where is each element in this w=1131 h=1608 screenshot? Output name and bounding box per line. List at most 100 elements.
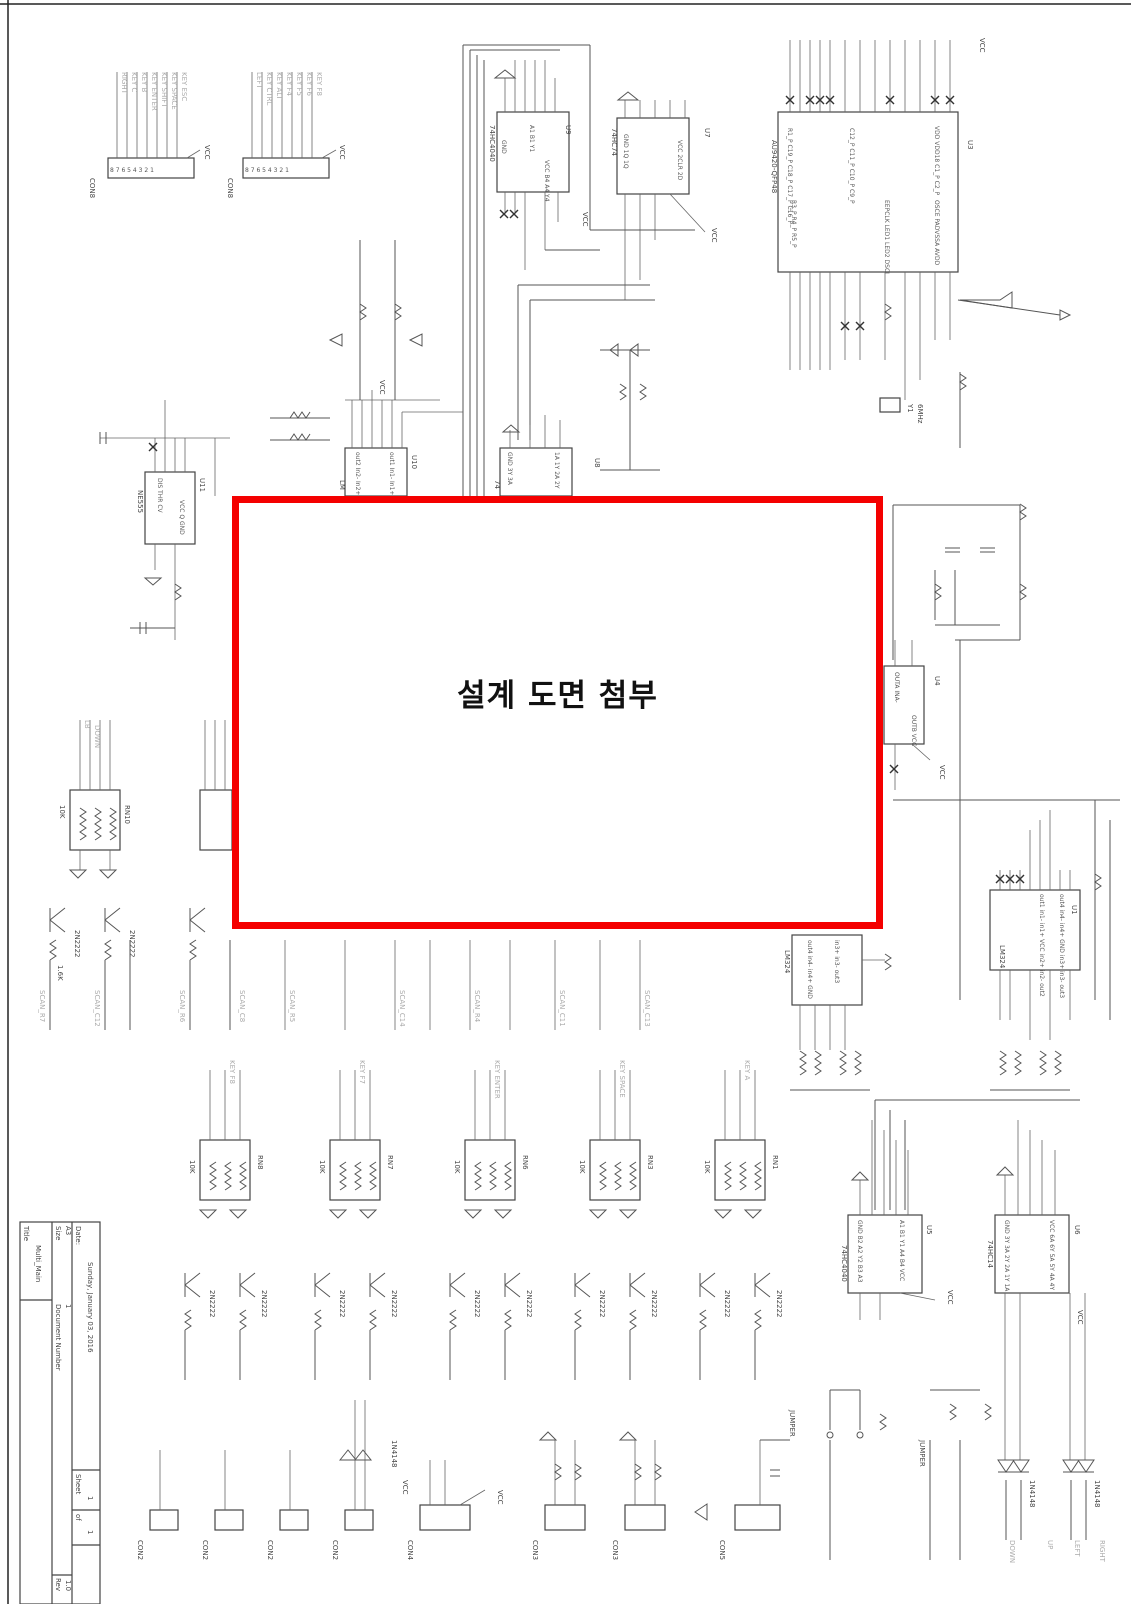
- svg-text:SCAN_C11: SCAN_C11: [558, 990, 566, 1027]
- right-resistor-ladders: [790, 1050, 1080, 1210]
- svg-text:out4 in4- in4+ GND: out4 in4- in4+ GND: [806, 940, 813, 999]
- rev-value: 1.0: [64, 1580, 72, 1591]
- svg-text:74HC4040: 74HC4040: [488, 125, 496, 162]
- sheet-label: Sheet: [74, 1474, 82, 1494]
- svg-text:1.6K: 1.6K: [56, 965, 64, 981]
- u6-chip: U6 74HC14 GND 3Y 3A 2Y 2A 1Y 1A VCC 6A 6…: [986, 1120, 1086, 1460]
- svg-text:VCC: VCC: [710, 228, 718, 243]
- svg-text:74: 74: [493, 480, 501, 489]
- svg-text:out1 in1- in1+ VCC in2+ in2- o: out1 in1- in1+ VCC in2+ in2- out2: [1038, 894, 1045, 997]
- net-label: KEY B: [140, 72, 148, 93]
- svg-text:KEY SPACE: KEY SPACE: [618, 1060, 626, 1098]
- svg-text:1A 1Y 2A 2Y: 1A 1Y 2A 2Y: [553, 452, 560, 489]
- net-label: KEY F6: [305, 72, 313, 97]
- rn8-group: RN8 10K KEY F8 2N2222 2N2222: [184, 1060, 268, 1380]
- svg-text:VCC: VCC: [946, 1290, 954, 1305]
- svg-text:JUMPER: JUMPER: [788, 1409, 796, 1437]
- svg-text:1N4148: 1N4148: [1093, 1480, 1101, 1508]
- svg-text:EEPCLK LED1 LED2 DSCI: EEPCLK LED1 LED2 DSCI: [883, 200, 890, 274]
- svg-text:VCC: VCC: [378, 380, 386, 395]
- date-label: Date:: [74, 1226, 82, 1245]
- con8-right-connector: 8 7 6 5 4 3 2 1 CON8 LEFT KEY CTRL KEY A…: [226, 72, 346, 198]
- net-label: KEY ENTER: [150, 72, 158, 111]
- net-label: KEY SHIFT: [160, 72, 168, 108]
- rev-label: Rev: [54, 1578, 62, 1591]
- svg-text:VCC Q GND: VCC Q GND: [178, 500, 185, 535]
- net-label: KEY C: [130, 72, 138, 93]
- svg-text:SCAN_R7: SCAN_R7: [38, 990, 46, 1022]
- svg-text:10K: 10K: [578, 1160, 586, 1174]
- svg-text:VCC: VCC: [1076, 1310, 1084, 1325]
- svg-text:Y1: Y1: [906, 403, 914, 413]
- svg-text:2N2222: 2N2222: [208, 1290, 216, 1318]
- of-label: of: [74, 1514, 82, 1521]
- rn10-group: RN10 10K DOWN LB: [58, 720, 131, 879]
- svg-text:CON4: CON4: [406, 1540, 414, 1561]
- title-label: Title: [22, 1225, 30, 1241]
- svg-text:U8: U8: [593, 458, 601, 468]
- svg-text:GND: GND: [500, 140, 507, 154]
- svg-text:JUMPER: JUMPER: [918, 1439, 926, 1467]
- svg-text:A1 B1 Y1: A1 B1 Y1: [528, 125, 535, 152]
- con8-right-label: CON8: [226, 178, 234, 198]
- svg-text:2N2222: 2N2222: [525, 1290, 533, 1318]
- net-label: KEY ESC: [180, 72, 188, 101]
- svg-text:U11: U11: [198, 478, 206, 492]
- crystal-y1: Y1 6MHz: [879, 303, 967, 448]
- svg-text:U10: U10: [410, 455, 418, 469]
- docnum-value: 1: [64, 1304, 72, 1308]
- svg-text:VCC B4 A4 Y4: VCC B4 A4 Y4: [543, 160, 550, 202]
- svg-text:VCC: VCC: [978, 38, 986, 53]
- svg-text:LEFT: LEFT: [1073, 1540, 1081, 1557]
- svg-text:U3: U3: [966, 140, 974, 150]
- svg-text:RN3: RN3: [646, 1155, 654, 1170]
- u9-chip: U9 74HC4040 GND A1 B1 Y1 VCC B4 A4 Y4 VC…: [488, 60, 589, 270]
- svg-text:LM324: LM324: [783, 950, 791, 974]
- svg-text:2N2222: 2N2222: [650, 1290, 658, 1318]
- svg-text:CON2: CON2: [331, 1540, 339, 1560]
- con8-left-label: CON8: [88, 178, 96, 198]
- svg-text:8 7 6 5 4 3 2 1: 8 7 6 5 4 3 2 1: [245, 167, 289, 174]
- svg-text:VCC: VCC: [938, 765, 946, 780]
- scan-bus-wires: [284, 940, 641, 1030]
- rn1-group: RN1 10K KEY A 2N2222 2N2222: [699, 1060, 783, 1380]
- overlay-caption: 설계 도면 첨부: [457, 678, 658, 714]
- net-label: KEY CTRL: [265, 72, 273, 106]
- svg-text:10K: 10K: [188, 1160, 196, 1174]
- svg-text:CON3: CON3: [531, 1540, 539, 1560]
- svg-text:8 7 6 5 4 3 2 1: 8 7 6 5 4 3 2 1: [110, 167, 154, 174]
- svg-text:RIGHT: RIGHT: [1098, 1540, 1106, 1563]
- net-label: KEY F8: [315, 72, 323, 96]
- svg-text:CON3: CON3: [611, 1540, 619, 1560]
- bottom-connectors: CON2 CON2 CON2 CON2 CON4 CON3 CON3 CON5 …: [136, 1400, 790, 1561]
- vcc-label: VCC: [338, 145, 346, 160]
- svg-text:VCC: VCC: [496, 1490, 504, 1505]
- svg-text:RN1: RN1: [771, 1155, 779, 1170]
- svg-text:GND 3Y 3A: GND 3Y 3A: [506, 452, 513, 486]
- net-label: KEY F5: [295, 72, 303, 96]
- svg-text:2N2222: 2N2222: [73, 930, 81, 958]
- u11-chip: U11 NE555 DIS THR CV VCC Q GND: [99, 400, 230, 640]
- svg-text:SCAN_C8: SCAN_C8: [238, 990, 246, 1022]
- jumpers: JUMPER JUMPER: [788, 1389, 992, 1560]
- svg-text:KEY F7: KEY F7: [358, 1060, 366, 1084]
- rn7-group: RN7 10K KEY F7 2N2222 2N2222: [314, 1060, 398, 1380]
- svg-text:LM324: LM324: [998, 945, 1006, 969]
- svg-text:GND 1Q 1Q: GND 1Q 1Q: [622, 134, 629, 169]
- svg-text:SCAN_C13: SCAN_C13: [643, 990, 651, 1027]
- u10-chip: U10 LM out2 In2- In2+ out1 In1- In1+ VCC: [270, 240, 463, 497]
- svg-text:DOWN: DOWN: [93, 725, 101, 748]
- svg-text:LB: LB: [83, 720, 91, 729]
- of-value: 1: [86, 1530, 94, 1534]
- svg-text:out4 in4- in4+ GND in3+ in3- o: out4 in4- in4+ GND in3+ in3- out3: [1058, 894, 1065, 998]
- title-block: [19, 1221, 101, 1605]
- svg-text:RN6: RN6: [521, 1155, 529, 1170]
- svg-text:RN8: RN8: [256, 1155, 264, 1170]
- svg-text:74HC4040: 74HC4040: [840, 1245, 848, 1282]
- svg-text:U9: U9: [564, 125, 572, 135]
- svg-text:10K: 10K: [703, 1160, 711, 1174]
- svg-text:VCC: VCC: [581, 212, 589, 227]
- net-label: KEY SPACE: [170, 72, 178, 110]
- diodes-bottom-right: 1N4148 1N4148 DOWN UP LEFT RIGHT: [997, 1459, 1106, 1563]
